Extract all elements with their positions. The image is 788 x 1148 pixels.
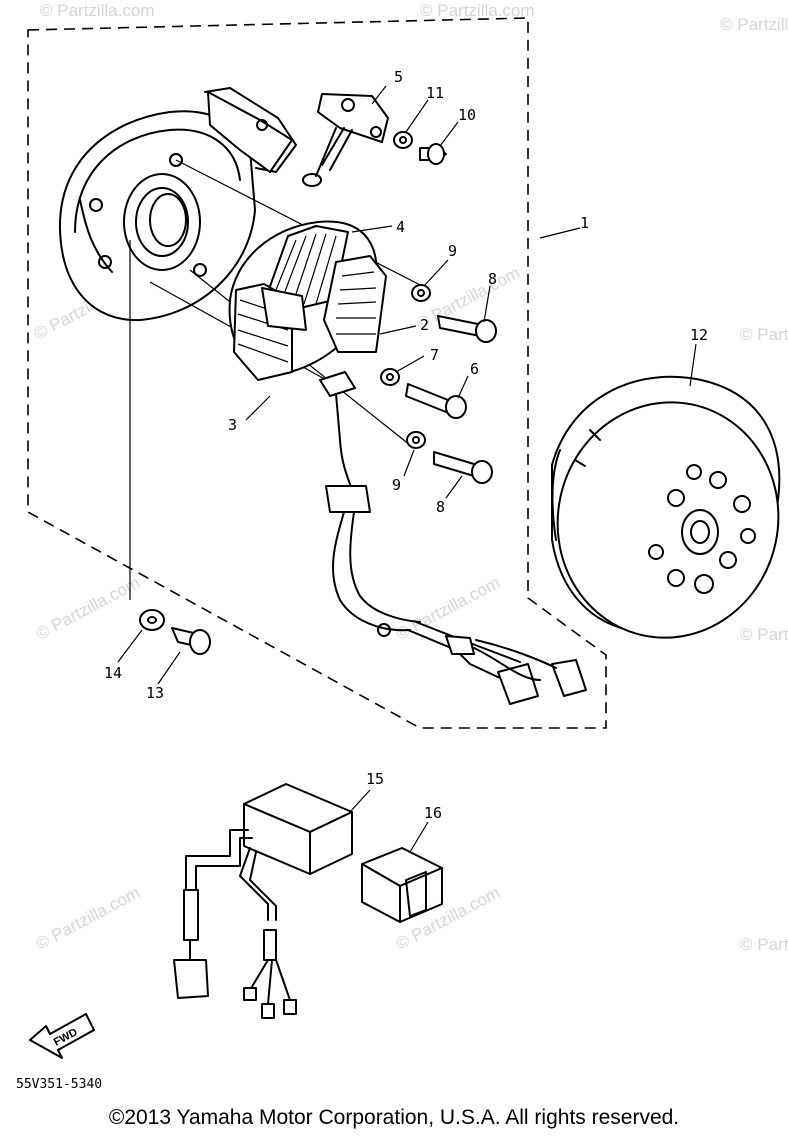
callout-2: 2 <box>420 316 429 334</box>
stator-coil-assembly <box>228 220 587 705</box>
watermark: © Partzilla.com <box>740 625 788 644</box>
callout-4: 4 <box>396 218 405 236</box>
callout-7: 7 <box>430 346 439 364</box>
nut-9-lower <box>406 431 426 449</box>
watermark: © Partzilla.com <box>420 1 535 20</box>
callout-8: 8 <box>488 270 497 288</box>
callout-13: 13 <box>146 684 164 702</box>
callout-12: 12 <box>690 326 708 344</box>
nut-9-upper <box>411 284 431 302</box>
leader-lines <box>117 85 697 853</box>
washer-7 <box>380 368 400 386</box>
copyright-notice: ©2013 Yamaha Motor Corporation, U.S.A. A… <box>108 1106 680 1129</box>
callout-1: 1 <box>580 214 589 232</box>
washer-14 <box>139 609 165 631</box>
bolt-6 <box>405 383 467 419</box>
callout-8: 8 <box>436 498 445 516</box>
watermark: © Partzilla.com <box>40 1 155 20</box>
callout-5: 5 <box>394 68 403 86</box>
pickup-coil <box>302 93 389 187</box>
stator-base-plate <box>58 87 297 322</box>
watermark: © Partzilla.com <box>33 883 143 954</box>
watermark: © Partzilla.com <box>393 573 503 644</box>
assembly-boundary <box>27 17 607 729</box>
bolt-8-lower <box>433 451 493 484</box>
diagram-code: 55V351-5340 <box>16 1077 102 1092</box>
watermark: © Partzilla.com <box>720 15 788 34</box>
bolt-8-upper <box>437 315 497 343</box>
callout-14: 14 <box>104 664 122 682</box>
rectifier-regulator <box>361 847 443 923</box>
callout-3: 3 <box>228 416 237 434</box>
callout-16: 16 <box>424 804 442 822</box>
callout-10: 10 <box>458 106 476 124</box>
callout-9: 9 <box>392 476 401 494</box>
screw-13 <box>171 627 211 655</box>
fwd-direction-arrow: FWD <box>29 1013 95 1059</box>
callouts: 5 11 10 4 1 9 8 2 7 6 3 9 8 12 14 13 15 … <box>104 68 708 822</box>
callout-9: 9 <box>448 242 457 260</box>
watermark: © Partzilla.com <box>740 935 788 954</box>
watermark: © Partzilla.com <box>740 325 788 344</box>
flywheel-rotor <box>551 375 781 639</box>
screw-10 <box>419 143 447 165</box>
watermark: © Partzilla.com <box>33 573 143 644</box>
washer-11 <box>393 131 413 149</box>
callout-15: 15 <box>366 770 384 788</box>
callout-11: 11 <box>426 84 444 102</box>
callout-6: 6 <box>470 360 479 378</box>
cdi-unit <box>173 783 353 1019</box>
